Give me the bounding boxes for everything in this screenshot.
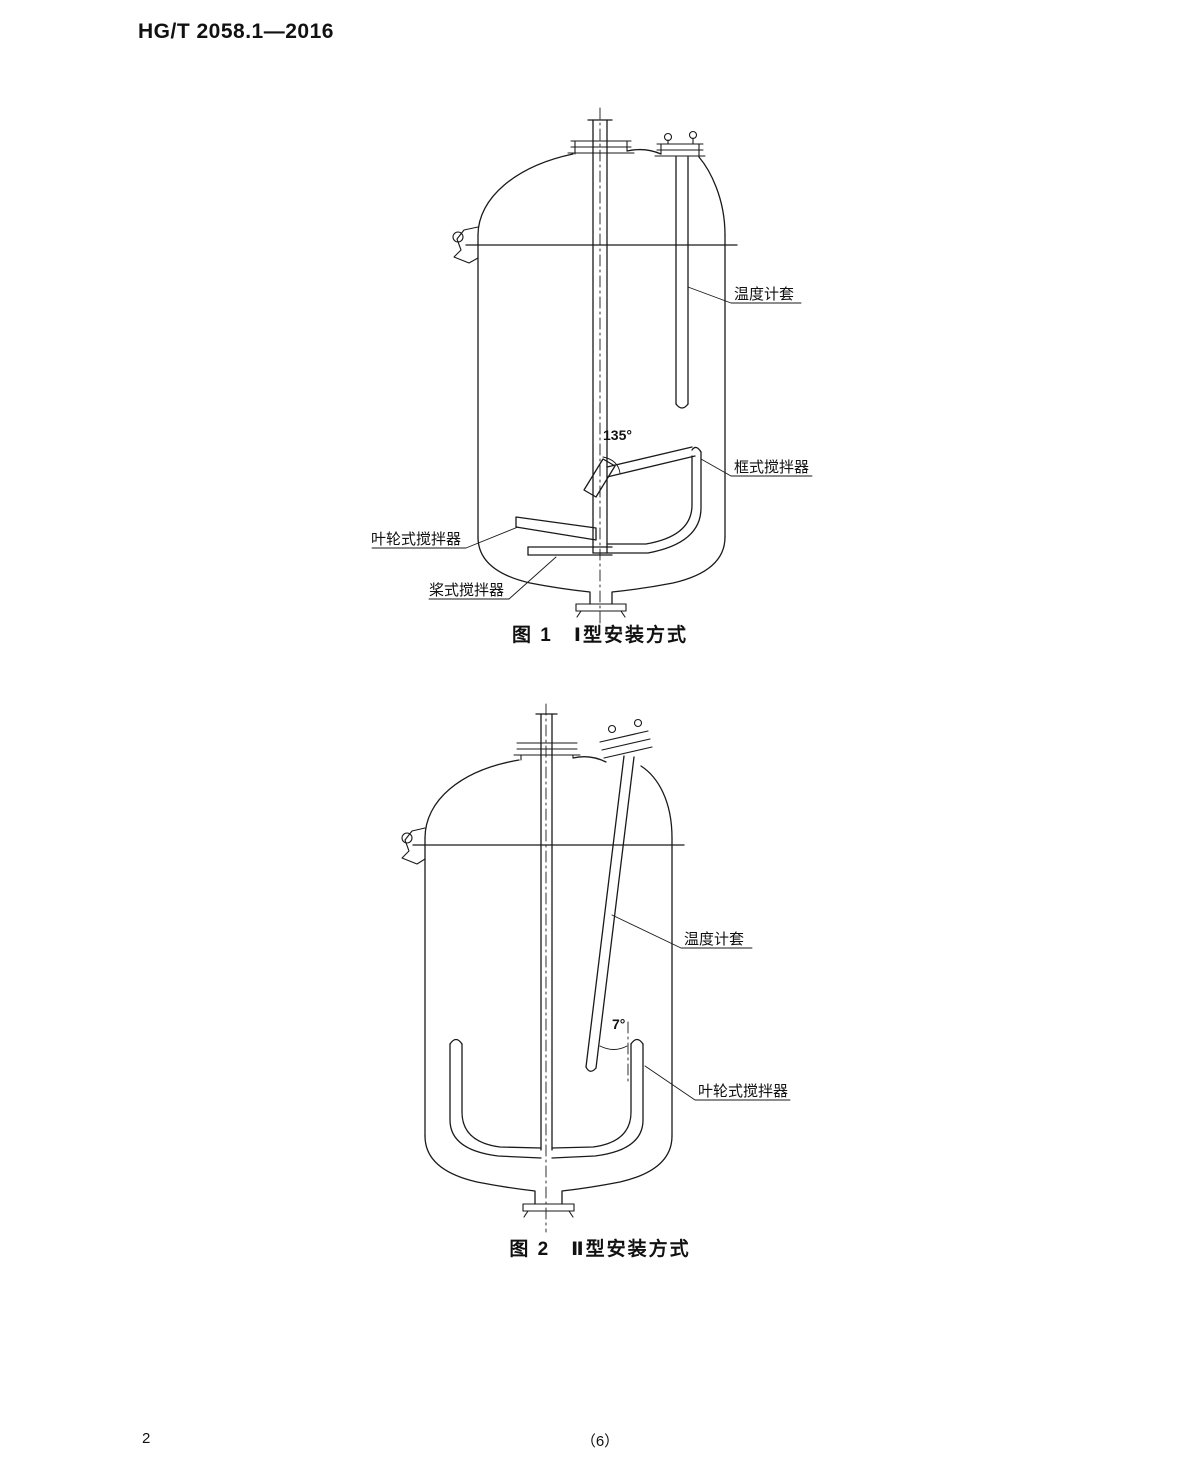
fig2-thermometer-sleeve — [585, 755, 635, 1072]
fig1-label-angle-135: 135° — [603, 427, 632, 443]
fig1-impeller-blade — [515, 516, 597, 541]
figure1-caption: 图 1 Ⅰ型安装方式 — [512, 625, 688, 646]
fig1-thermometer-sleeve — [675, 156, 689, 409]
figure2-caption: 图 2 Ⅱ型安装方式 — [509, 1239, 691, 1260]
fig2-vessel-outline — [412, 756, 685, 1205]
fig1-side-clamp — [452, 226, 479, 264]
fig2-label-impeller-agitator: 叶轮式搅拌器 — [698, 1083, 789, 1100]
fig1-agitator-shaft — [587, 119, 613, 554]
footer-center-number: （6） — [580, 1433, 620, 1450]
fig2-bottom-outlet — [522, 1203, 575, 1218]
fig1-label-paddle-agitator: 桨式搅拌器 — [429, 582, 505, 599]
standard-number: HG/T 2058.1—2016 — [138, 20, 334, 43]
fig2-top-nozzles — [513, 718, 653, 761]
fig1-frame-agitator — [606, 446, 702, 554]
fig2-agitator-shaft — [535, 713, 558, 1151]
fig2-leader-lines — [611, 914, 791, 1101]
fig2-side-clamp — [401, 827, 426, 865]
figure1-diagram — [371, 107, 813, 627]
figure2-diagram — [401, 703, 791, 1233]
fig1-angled-blade — [583, 456, 621, 498]
fig1-paddle-blade — [527, 546, 613, 556]
fig1-label-thermometer-sleeve: 温度计套 — [734, 286, 795, 303]
fig2-label-thermometer-sleeve: 温度计套 — [684, 931, 745, 948]
footer-page-number: 2 — [142, 1430, 151, 1447]
fig1-label-frame-agitator: 框式搅拌器 — [734, 459, 810, 476]
fig2-angle-annotation — [599, 1021, 629, 1085]
fig1-leader-lines — [371, 286, 813, 600]
fig1-top-nozzles — [567, 130, 706, 158]
fig2-label-angle-7: 7° — [612, 1016, 626, 1032]
fig1-bottom-outlet — [575, 603, 627, 618]
fig1-label-impeller-agitator: 叶轮式搅拌器 — [371, 531, 462, 548]
fig2-impeller-agitator — [449, 1038, 644, 1159]
fig1-vessel-outline — [465, 148, 738, 605]
